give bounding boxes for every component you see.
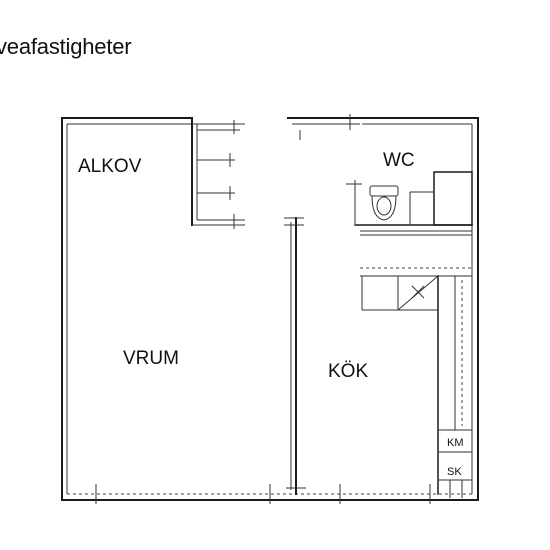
room-label-kok: KÖK [328,361,368,382]
toilet-tank [369,185,399,197]
room-label-alkov: ALKOV [78,156,142,177]
appliance-label-sk: SK [447,466,462,478]
room-label-wc: WC [383,150,415,171]
stove-diagonal [397,275,439,311]
interior-walls [284,171,473,495]
company-name: veafastigheter [0,34,132,59]
stove-cross-2 [411,285,425,299]
appliance-label-km: KM [447,437,464,449]
toilet-icon [369,185,399,221]
toilet-seat [376,196,392,216]
room-label-vrum: VRUM [123,348,179,369]
toilet-bowl [371,195,397,221]
kitchen-counter [360,234,472,498]
wc-cabinet [433,171,473,226]
